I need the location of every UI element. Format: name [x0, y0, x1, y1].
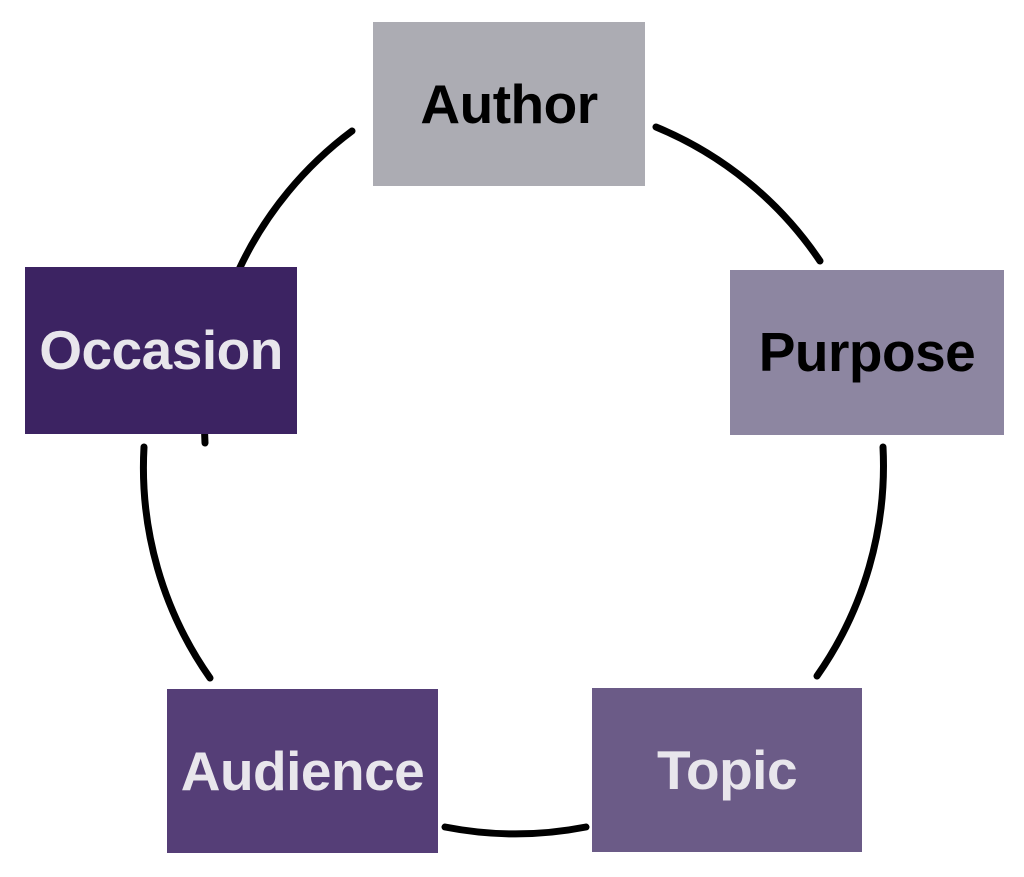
node-topic[interactable]: Topic [592, 688, 862, 852]
node-occasion-label: Occasion [39, 319, 283, 381]
arc-purpose-to-topic [813, 443, 887, 680]
node-audience-label: Audience [180, 739, 425, 802]
node-audience[interactable]: Audience [167, 689, 438, 853]
node-topic-label: Topic [656, 738, 798, 801]
arc-author-to-purpose [652, 123, 824, 265]
node-purpose[interactable]: Purpose [730, 270, 1004, 435]
node-author-label: Author [420, 72, 598, 135]
node-occasion[interactable]: Occasion [25, 267, 297, 434]
arc-audience-to-occasion [139, 443, 214, 682]
arc-topic-to-audience [441, 823, 590, 838]
node-author[interactable]: Author [373, 22, 645, 186]
node-purpose-label: Purpose [758, 321, 976, 383]
